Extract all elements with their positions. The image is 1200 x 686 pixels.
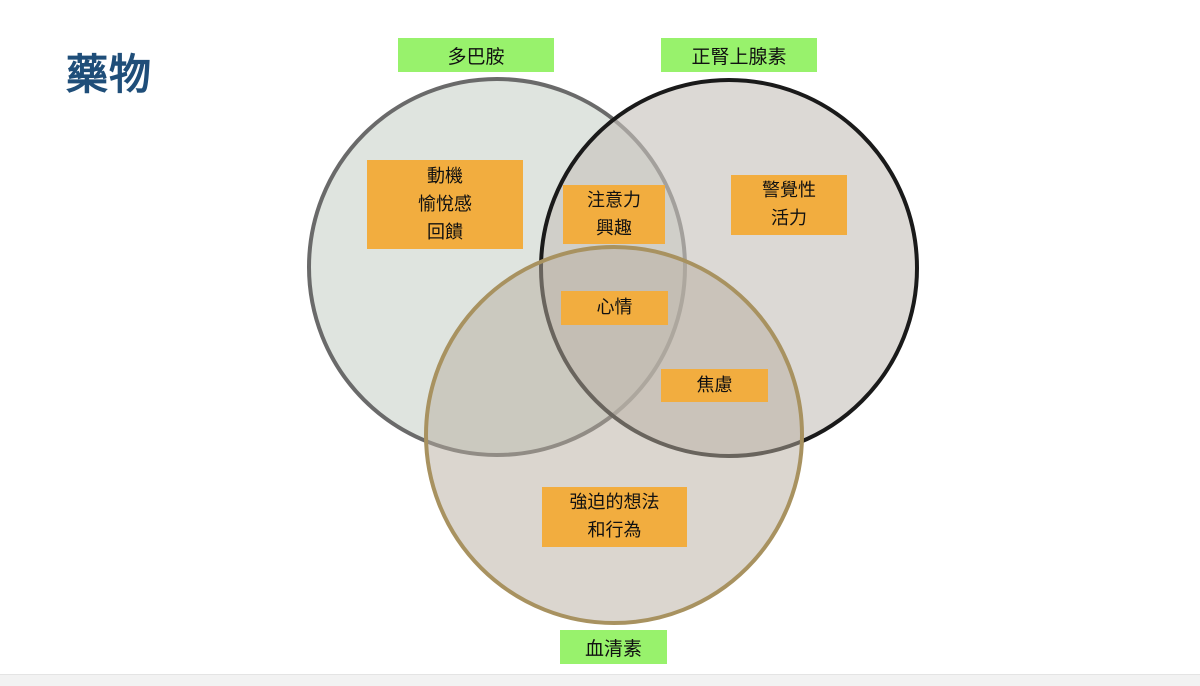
serotonin-circle — [424, 245, 804, 625]
region-norepinephrine-only: 警覺性 活力 — [731, 175, 847, 235]
region-serotonin-only-line2: 和行為 — [587, 520, 642, 541]
region-dopamine-only-line2: 愉悅感 — [418, 193, 472, 215]
region-dopamine-only-line3: 回饋 — [427, 221, 463, 243]
region-serotonin-only-line1: 強迫的想法 — [569, 492, 660, 513]
region-dopamine-only: 動機 愉悅感 回饋 — [367, 160, 523, 249]
region-all-three-line1: 心情 — [596, 297, 633, 318]
slide-title: 藥物 — [66, 50, 153, 99]
region-dopamine-norepinephrine-line2: 興趣 — [596, 217, 632, 239]
region-norepinephrine-serotonin: 焦慮 — [661, 369, 768, 402]
set-label-serotonin: 血清素 — [560, 630, 667, 664]
region-norepinephrine-only-line2: 活力 — [771, 208, 807, 229]
region-norepinephrine-serotonin-line1: 焦慮 — [696, 374, 733, 396]
set-label-norepinephrine: 正腎上腺素 — [661, 38, 817, 72]
region-serotonin-only: 強迫的想法 和行為 — [542, 487, 687, 547]
region-all-three: 心情 — [561, 291, 668, 325]
region-norepinephrine-only-line1: 警覺性 — [762, 180, 816, 201]
region-dopamine-only-line1: 動機 — [427, 165, 463, 187]
set-label-dopamine: 多巴胺 — [398, 38, 554, 72]
region-dopamine-norepinephrine: 注意力 興趣 — [563, 185, 665, 244]
region-dopamine-norepinephrine-line1: 注意力 — [587, 189, 641, 211]
